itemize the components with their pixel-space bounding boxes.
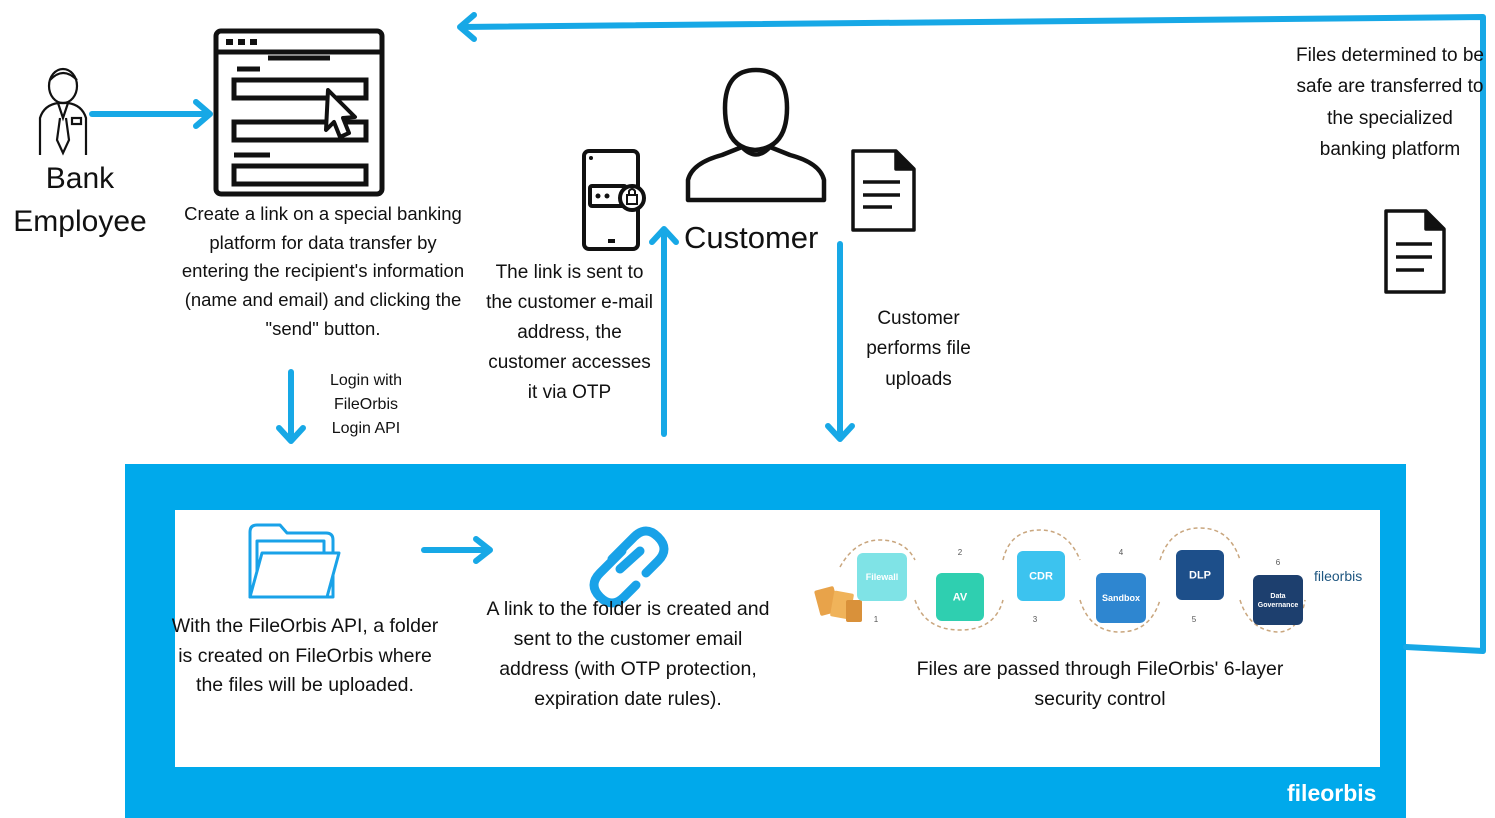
security-stage-box bbox=[1253, 575, 1303, 625]
security-stage-label: AV bbox=[953, 592, 968, 604]
security-stage-number: 4 bbox=[1119, 548, 1124, 557]
security-stage-label: Governance bbox=[1258, 602, 1299, 609]
files-input-icon bbox=[814, 586, 862, 622]
security-stage-box bbox=[1096, 573, 1146, 623]
step-files-safe: Files determined to be safe are transfer… bbox=[1296, 45, 1484, 161]
security-stage-label: Filewall bbox=[866, 572, 899, 582]
step-file-uploads: Customer performs file uploads bbox=[866, 308, 971, 390]
step-login-api: Login with FileOrbis Login API bbox=[329, 372, 403, 437]
step-link-sent: The link is sent to the customer e-mail … bbox=[486, 262, 653, 404]
chain-link-icon bbox=[589, 526, 669, 608]
browser-window-icon bbox=[213, 28, 385, 197]
customer-label: Customer bbox=[684, 220, 819, 255]
security-stage-label: DLP bbox=[1189, 570, 1211, 582]
security-flow-loop bbox=[839, 527, 1306, 633]
browser-dots bbox=[226, 39, 257, 45]
fileorbis-logo-bottom: fileorbis bbox=[1287, 780, 1377, 806]
cursor-icon bbox=[324, 88, 357, 139]
step-link-to-folder: A link to the folder is created and sent… bbox=[486, 598, 770, 711]
step-folder-created: With the FileOrbis API, a folder is crea… bbox=[171, 615, 439, 697]
bank-employee-label: Bank Employee bbox=[13, 162, 147, 238]
security-stage-box bbox=[1176, 550, 1224, 600]
step-security-layers: Files are passed through FileOrbis' 6-la… bbox=[916, 658, 1284, 711]
security-stage-number: 2 bbox=[958, 548, 963, 557]
document-icon-safe bbox=[1384, 209, 1446, 294]
security-stage-label: Data bbox=[1270, 593, 1285, 600]
security-stage-number: 6 bbox=[1276, 558, 1281, 567]
customer-icon bbox=[685, 67, 827, 203]
fileorbis-logo-small: fileorbis bbox=[1314, 568, 1363, 584]
security-stage-label: Sandbox bbox=[1102, 593, 1140, 603]
folder-icon bbox=[248, 523, 341, 599]
phone-otp-icon bbox=[582, 149, 646, 251]
security-stage-box bbox=[857, 553, 907, 601]
security-stage-label: CDR bbox=[1029, 571, 1053, 583]
step-create-link: Create a link on a special banking platf… bbox=[181, 203, 465, 339]
bank-employee-icon bbox=[38, 67, 88, 156]
document-icon bbox=[851, 149, 916, 232]
security-stage-box bbox=[936, 573, 984, 621]
security-stage-number: 5 bbox=[1192, 615, 1197, 624]
security-stage-box bbox=[1017, 551, 1065, 601]
security-stage-number: 1 bbox=[874, 615, 879, 624]
security-stage-number: 3 bbox=[1033, 615, 1038, 624]
arrow-return-loop bbox=[459, 14, 1486, 654]
